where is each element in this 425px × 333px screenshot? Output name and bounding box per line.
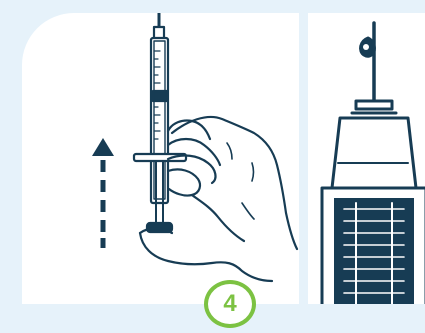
dashed-up-arrow-icon bbox=[92, 138, 114, 248]
step-number: 4 bbox=[223, 290, 237, 317]
panel-hand-syringe bbox=[22, 13, 299, 304]
syringe-tip-cone bbox=[330, 116, 418, 190]
syringe-closeup-illustration bbox=[320, 21, 425, 304]
step-badge: 4 bbox=[204, 280, 256, 328]
syringe-flange bbox=[132, 152, 188, 163]
hand-back-outline bbox=[170, 115, 299, 251]
panel-syringe-closeup bbox=[308, 13, 425, 304]
hand-syringe-illustration bbox=[132, 13, 299, 283]
syringe-stopper bbox=[151, 89, 169, 103]
